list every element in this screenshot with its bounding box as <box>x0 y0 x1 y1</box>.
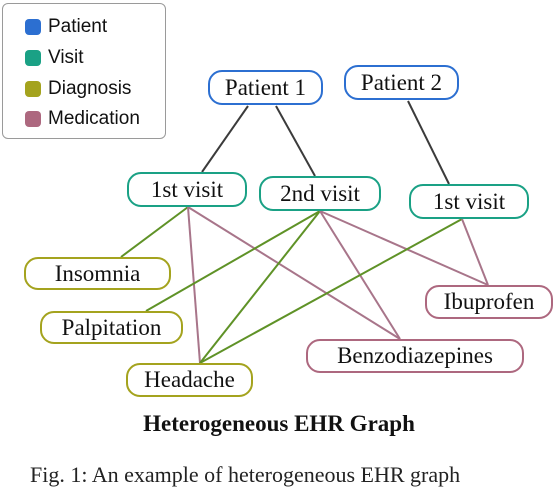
node-insomnia: Insomnia <box>24 257 171 290</box>
node-palpitation: Palpitation <box>40 311 183 344</box>
node-ibuprofen: Ibuprofen <box>425 285 553 319</box>
edge-visit_p2_1-ibuprofen <box>461 218 489 286</box>
legend: Patient Visit Diagnosis Medication <box>2 3 166 139</box>
diagnosis-swatch-icon <box>25 81 41 97</box>
legend-label: Patient <box>48 16 108 37</box>
legend-label: Visit <box>48 47 84 68</box>
medication-swatch-icon <box>25 111 41 127</box>
node-visit-p1-first: 1st visit <box>127 172 247 207</box>
node-visit-p1-second: 2nd visit <box>259 176 381 211</box>
edge-visit_p1_1-insomnia <box>120 206 189 258</box>
edge-visit_p1_1-headache <box>187 206 201 364</box>
node-patient-2: Patient 2 <box>344 65 459 100</box>
edge-visit_p1_2-ibuprofen <box>319 210 489 286</box>
legend-item-visit: Visit <box>25 47 84 69</box>
legend-item-patient: Patient <box>25 16 107 38</box>
edge-visit_p1_1-benzodiazepines <box>187 206 401 340</box>
graph-edges <box>120 100 489 364</box>
node-headache: Headache <box>126 363 253 397</box>
visit-swatch-icon <box>25 50 41 66</box>
patient-swatch-icon <box>25 19 41 35</box>
node-benzodiazepines: Benzodiazepines <box>306 339 524 373</box>
legend-label: Medication <box>48 108 140 129</box>
legend-item-diagnosis: Diagnosis <box>25 78 131 100</box>
edge-patient2-visit_p2_1 <box>407 100 450 185</box>
node-visit-p2-first: 1st visit <box>409 184 529 219</box>
node-patient-1: Patient 1 <box>208 70 323 105</box>
edge-patient1-visit_p1_2 <box>275 105 316 177</box>
edge-visit_p2_1-headache <box>199 218 463 364</box>
legend-item-medication: Medication <box>25 108 140 130</box>
edge-patient1-visit_p1_1 <box>201 105 249 173</box>
edge-visit_p1_2-headache <box>199 210 321 364</box>
figure-caption: Fig. 1: An example of heterogeneous EHR … <box>30 462 461 487</box>
graph-caption: Heterogeneous EHR Graph <box>143 411 415 436</box>
legend-label: Diagnosis <box>48 78 132 99</box>
edge-visit_p1_2-palpitation <box>145 210 321 312</box>
